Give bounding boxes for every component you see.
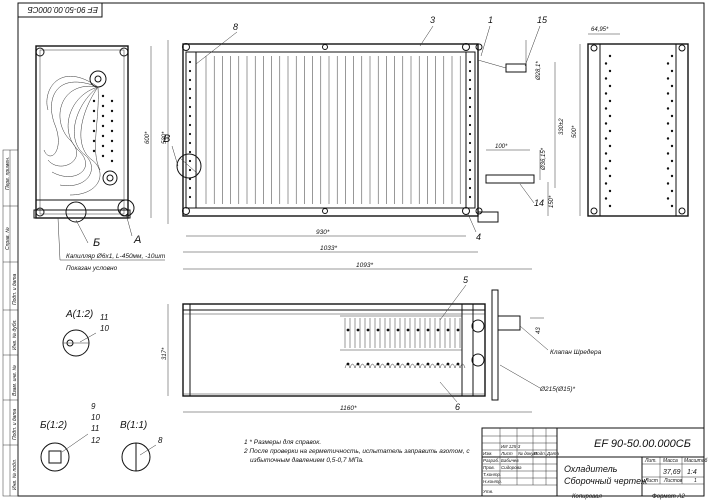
pos-5: 5 <box>463 275 469 285</box>
tb-sheet: Лист <box>644 478 658 484</box>
tb-copied: Копировал <box>572 494 602 500</box>
dim-600: 600* <box>145 131 151 144</box>
pos-6: 6 <box>455 402 460 412</box>
dim-330: 330±2 <box>559 118 565 135</box>
tb-row-date: Дата <box>546 451 559 456</box>
top-code-box <box>17 2 103 18</box>
valve-label: Клапан Шредера <box>550 348 602 356</box>
dim-36: Ø36,15* <box>541 147 547 171</box>
capillary-note: Капилляр Ø6х1, L-450мм, -10шт <box>66 253 166 260</box>
tb-role-nk: Н.контр. <box>483 479 502 484</box>
dim-100: 100* <box>495 144 508 150</box>
tb-developer: Бабичев <box>501 458 519 463</box>
strip-label-5: Взам. инв. № <box>12 364 18 396</box>
detail-a-label: А(1:2) <box>65 309 93 320</box>
dim-43: 43 <box>536 327 542 334</box>
title-code: EF 90-50.00.000СБ <box>594 438 691 450</box>
view-v-label: В <box>163 133 170 145</box>
pos-14: 14 <box>534 198 544 208</box>
strip-label-1: Перв. примен. <box>5 157 11 190</box>
dim-1033: 1033* <box>320 245 337 252</box>
dim-1160: 1160* <box>340 405 357 412</box>
pos-9-b: 9 <box>91 402 96 411</box>
tb-row-sign: Подп. <box>534 451 546 456</box>
strip-label-2: Справ. № <box>5 227 11 250</box>
tb-mass-hdr: Масса <box>663 458 678 464</box>
dim-930: 930* <box>316 229 330 236</box>
tb-row-doc: № докум. <box>518 451 538 456</box>
pos-10-b: 10 <box>91 413 100 422</box>
capillary-note-sub: Показан условно <box>66 265 118 272</box>
tb-role-tk: Т.контр. <box>483 472 501 477</box>
strip-label-7: Инв. № подл. <box>12 459 18 490</box>
tb-role-check: Пров. <box>483 465 495 470</box>
tb-role-utv: Утв. <box>483 489 493 494</box>
right-side-view <box>587 43 689 217</box>
dim-317: 317* <box>162 347 168 360</box>
tb-sheets-count: 1 <box>694 478 697 484</box>
tb-change-no: ИИ 125-3 <box>501 444 521 449</box>
dim-530: 530* <box>162 131 168 144</box>
pos-15: 15 <box>537 15 548 25</box>
note-1: 1 * Размеры для справок. <box>244 438 321 446</box>
strip-label-3: Подп. и дата <box>12 273 18 305</box>
view-b-label: Б <box>93 237 100 249</box>
tb-sheets: Листов <box>663 478 683 484</box>
detail-v-label: В(1:1) <box>120 420 147 431</box>
strip-label-6: Подп. и дата <box>12 408 18 440</box>
pos-11: 11 <box>91 424 99 433</box>
tb-scale-hdr: Масштаб <box>684 458 708 464</box>
tb-mass: 37,69 <box>663 469 681 476</box>
tb-scale: 1:4 <box>687 469 697 476</box>
dim-28: Ø28,1* <box>536 61 542 81</box>
title-name-1: Охладитель <box>564 464 618 474</box>
pos-3: 3 <box>430 15 435 25</box>
pos-12: 12 <box>91 436 100 445</box>
binding-strip <box>2 149 19 497</box>
title-name-2: Сборочный чертеж <box>564 476 648 486</box>
tb-checker: Сидорова <box>501 465 522 470</box>
strip-label-4: Инв. № дубл. <box>12 319 18 350</box>
pos-4: 4 <box>476 232 481 242</box>
dim-500: 500* <box>572 125 578 138</box>
detail-b-circle <box>40 442 70 472</box>
detail-b-label: Б(1:2) <box>40 420 67 431</box>
pos-2: 8 <box>233 22 238 32</box>
front-view <box>176 43 535 223</box>
pos-1: 1 <box>488 15 493 25</box>
note-3: избыточным давлением 0,5-0,7 МПа. <box>250 456 364 464</box>
pos-10-a: 10 <box>100 324 109 333</box>
left-end-view <box>33 45 135 223</box>
dim-150: 150* <box>549 195 555 208</box>
note-2: 2 После проверки на герметичность, испыт… <box>243 448 470 455</box>
top-view <box>182 289 521 401</box>
title-block <box>481 427 705 497</box>
tb-format: Формат А2 <box>652 494 685 500</box>
dim-1093: 1093* <box>356 262 373 269</box>
tb-lit: Лит. <box>644 458 657 464</box>
tb-role-dev: Разраб. <box>483 458 499 463</box>
dim-64-95: 64,95* <box>591 27 609 33</box>
dim-215: Ø215(Ø15)* <box>539 386 576 393</box>
tb-row-izm: Изм. <box>483 451 493 456</box>
top-code: EF 90-50.00.000СБ <box>28 5 98 14</box>
view-a-label: А <box>133 234 141 246</box>
pos-9-a: 11 <box>100 313 108 322</box>
tb-row-list: Лист <box>500 451 513 456</box>
pos-8: 8 <box>158 436 163 445</box>
